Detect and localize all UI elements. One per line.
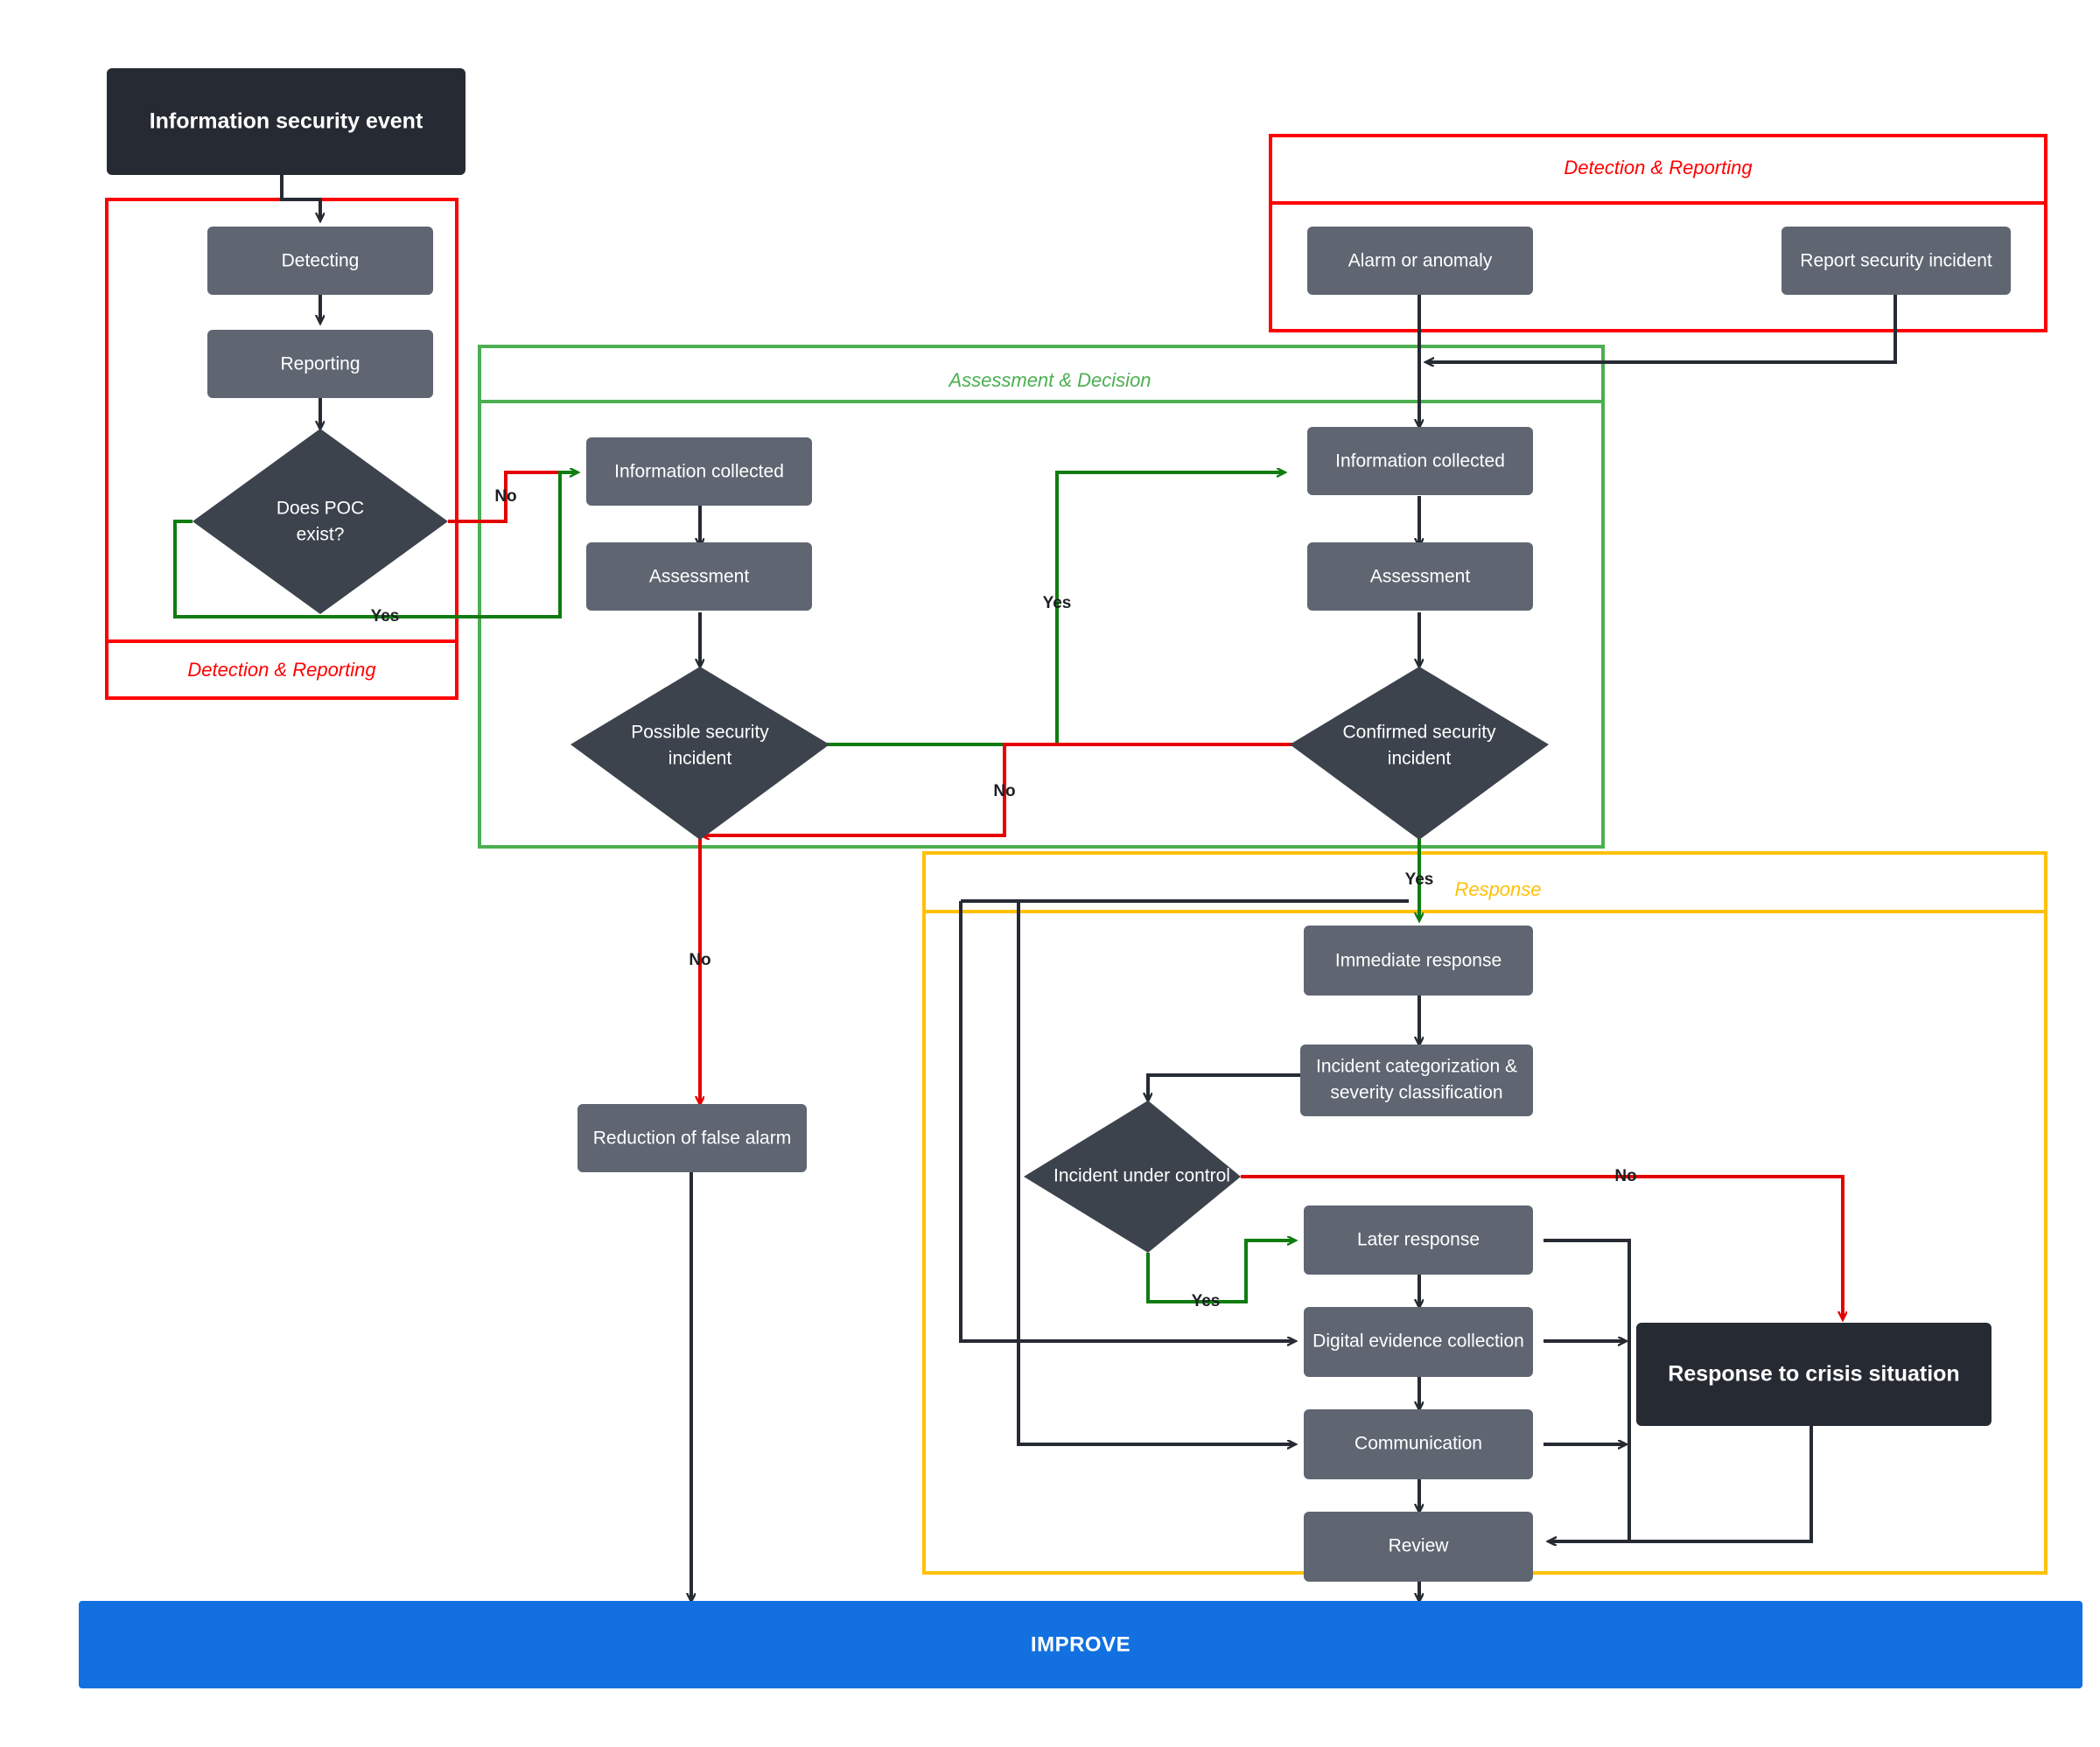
edge-categorization-control: [1148, 1073, 1300, 1101]
node-immediate-response[interactable]: Immediate response: [1304, 926, 1533, 996]
edge-label-poc-no: No: [494, 487, 516, 506]
node-label-immediate-response: Immediate response: [1335, 951, 1502, 971]
edge-label-confirmed-down: Yes: [1405, 870, 1434, 889]
node-label-confirmed-line2: incident: [1388, 749, 1452, 769]
edge-loop-evidence: [959, 901, 1295, 1341]
node-label-review: Review: [1389, 1536, 1450, 1556]
node-possible-security-incident[interactable]: Possible security incident: [570, 667, 830, 840]
node-detecting[interactable]: Detecting: [207, 227, 433, 295]
node-label-communication: Communication: [1354, 1434, 1482, 1454]
cluster-label-response: Response: [1454, 878, 1541, 900]
edge-label-control-yes: Yes: [1192, 1292, 1221, 1310]
edge-crisis-review: [1549, 1426, 1813, 1541]
node-label-alarm: Alarm or anomaly: [1348, 251, 1493, 271]
node-label-crisis: Response to crisis situation: [1668, 1362, 1959, 1387]
edge-label-confirmed-yes: Yes: [1043, 594, 1072, 612]
cluster-detection-right: Detection & Reporting: [1269, 134, 2048, 332]
edge-label-poc-yes: Yes: [371, 607, 400, 625]
node-information-collected-left[interactable]: Information collected: [586, 437, 812, 506]
node-does-poc-exist[interactable]: Does POC exist?: [192, 429, 448, 614]
edge-start-detecting: [280, 175, 320, 220]
cluster-label-detection-left: Detection & Reporting: [187, 659, 376, 681]
node-label-improve: IMPROVE: [1031, 1632, 1130, 1656]
node-information-security-event[interactable]: Information security event: [107, 68, 466, 175]
node-later-response[interactable]: Later response: [1304, 1205, 1533, 1275]
node-response-to-crisis-situation[interactable]: Response to crisis situation: [1636, 1323, 1992, 1426]
cluster-label-detection-right: Detection & Reporting: [1564, 157, 1753, 178]
edge-label-possible-no: No: [689, 951, 710, 969]
edge-loop-communication: [1017, 901, 1295, 1444]
node-label-poc-line1: Does POC: [276, 499, 364, 519]
edge-labels: No Yes Yes No No Yes No Yes: [371, 487, 1637, 1310]
node-reporting[interactable]: Reporting: [207, 330, 433, 398]
node-report-security-incident[interactable]: Report security incident: [1782, 227, 2011, 295]
node-alarm-or-anomaly[interactable]: Alarm or anomaly: [1307, 227, 1533, 295]
node-label-categorization-line2: severity classification: [1330, 1083, 1502, 1103]
node-label-later-response: Later response: [1357, 1230, 1480, 1250]
node-incident-under-control[interactable]: Incident under control: [1024, 1101, 1241, 1253]
node-label-categorization-line1: Incident categorization &: [1316, 1057, 1517, 1077]
node-label-possible-line1: Possible security: [631, 723, 769, 743]
edge-possible-yes: [805, 472, 1284, 746]
node-label-evidence: Digital evidence collection: [1312, 1331, 1524, 1352]
edges: [173, 175, 1897, 1601]
node-label-assessment-left: Assessment: [649, 567, 750, 587]
cluster-label-assessment: Assessment & Decision: [947, 369, 1151, 391]
node-assessment-right[interactable]: Assessment: [1307, 542, 1533, 611]
node-confirmed-security-incident[interactable]: Confirmed security incident: [1290, 667, 1549, 840]
node-label-under-control: Incident under control: [1054, 1166, 1230, 1186]
edge-label-confirmed-no: No: [993, 782, 1015, 800]
edge-poc-no: [448, 471, 578, 523]
node-reduction-of-false-alarm[interactable]: Reduction of false alarm: [578, 1104, 807, 1172]
node-incident-categorization[interactable]: Incident categorization & severity class…: [1300, 1045, 1533, 1116]
node-label-assessment-right: Assessment: [1370, 567, 1471, 587]
edge-poc-yes: [173, 472, 578, 618]
node-communication[interactable]: Communication: [1304, 1409, 1533, 1479]
edge-control-yes: [1146, 1240, 1295, 1303]
node-label-poc-line2: exist?: [297, 525, 345, 545]
node-information-collected-right[interactable]: Information collected: [1307, 427, 1533, 495]
node-review[interactable]: Review: [1304, 1512, 1533, 1582]
edge-control-no: [1241, 1175, 1843, 1319]
cluster-assessment: Assessment & Decision: [478, 345, 1605, 849]
edge-confirmed-no: [702, 743, 1323, 835]
node-label-confirmed-line1: Confirmed security: [1342, 723, 1496, 743]
node-label-possible-line2: incident: [668, 749, 732, 769]
node-label-info-left: Information collected: [614, 462, 784, 482]
edge-later-rail: [1544, 1239, 1631, 1541]
node-digital-evidence-collection[interactable]: Digital evidence collection: [1304, 1307, 1533, 1377]
node-improve-bar[interactable]: IMPROVE: [79, 1601, 2082, 1688]
node-label-report-incident: Report security incident: [1800, 251, 1992, 271]
node-label-false-alarm: Reduction of false alarm: [593, 1129, 791, 1149]
edge-label-control-no: No: [1614, 1167, 1636, 1185]
node-label-reporting: Reporting: [280, 354, 360, 374]
node-label-detecting: Detecting: [282, 251, 360, 271]
node-label-start: Information security event: [150, 109, 424, 134]
node-label-info-right: Information collected: [1335, 451, 1505, 472]
node-assessment-left[interactable]: Assessment: [586, 542, 812, 611]
